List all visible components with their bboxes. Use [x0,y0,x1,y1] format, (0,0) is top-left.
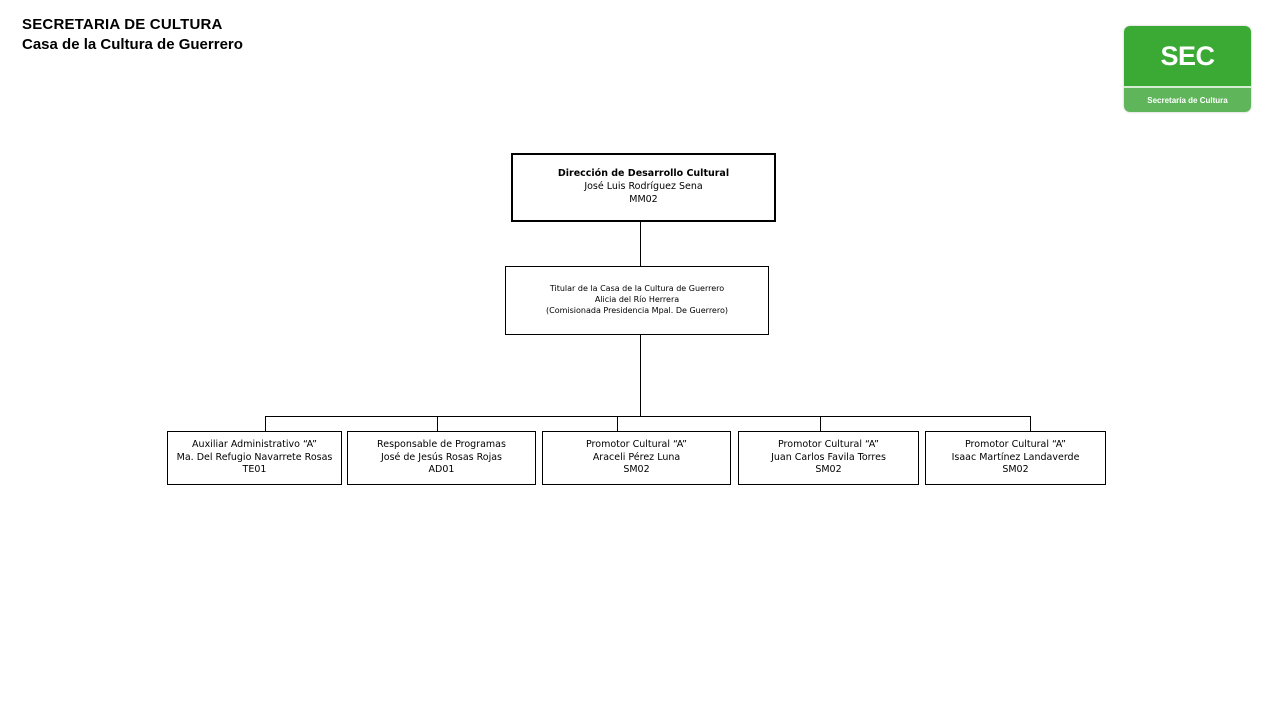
org-box-direccion: Dirección de Desarrollo Cultural José Lu… [511,153,776,222]
sec-logo: SEC Secretaría de Cultura [1124,26,1251,112]
page-subtitle: Casa de la Cultura de Guerrero [22,36,243,53]
person-name: José Luis Rodríguez Sena [584,181,703,193]
position-title: Promotor Cultural “A” [965,438,1066,450]
position-note: (Comisionada Presidencia Mpal. De Guerre… [546,305,728,315]
position-title: Auxiliar Administrativo “A” [192,438,317,450]
org-box-auxiliar: Auxiliar Administrativo “A” Ma. Del Refu… [167,431,342,485]
logo-upper: SEC [1124,26,1251,86]
person-name: Juan Carlos Favila Torres [771,451,886,463]
person-name: José de Jesús Rosas Rojas [380,451,503,463]
position-code: TE01 [242,464,267,476]
position-code: AD01 [428,464,455,476]
person-name: Isaac Martínez Landaverde [951,451,1080,463]
person-name: Araceli Pérez Luna [592,451,681,463]
org-box-responsable: Responsable de Programas José de Jesús R… [347,431,536,485]
position-code: SM02 [815,464,842,476]
logo-lower: Secretaría de Cultura [1124,86,1251,112]
position-title: Promotor Cultural “A” [586,438,687,450]
position-code: SM02 [623,464,650,476]
position-title: Responsable de Programas [377,438,506,450]
org-box-promotor-2: Promotor Cultural “A” Juan Carlos Favila… [738,431,919,485]
position-code: SM02 [1002,464,1029,476]
logo-text: SEC [1160,40,1215,71]
page-title: SECRETARIA DE CULTURA [22,16,223,33]
org-box-promotor-3: Promotor Cultural “A” Isaac Martínez Lan… [925,431,1106,485]
position-code: MM02 [629,193,658,205]
position-title: Titular de la Casa de la Cultura de Guer… [549,284,725,294]
position-title: Promotor Cultural “A” [778,438,879,450]
position-title: Dirección de Desarrollo Cultural [557,168,730,180]
logo-caption: Secretaría de Cultura [1147,95,1228,105]
person-name: Alicia del Río Herrera [594,295,680,305]
org-box-titular: Titular de la Casa de la Cultura de Guer… [505,266,769,335]
org-box-promotor-1: Promotor Cultural “A” Araceli Pérez Luna… [542,431,731,485]
person-name: Ma. Del Refugio Navarrete Rosas [176,451,333,463]
